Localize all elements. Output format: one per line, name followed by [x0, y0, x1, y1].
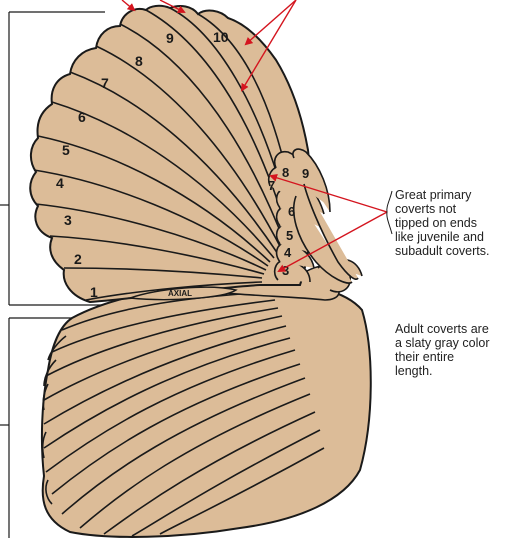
primary-number: 4 [56, 175, 64, 191]
note-line: their entire [395, 350, 489, 364]
primary-number: 9 [166, 30, 174, 46]
primary-number: 8 [135, 53, 143, 69]
note-line: coverts not [395, 202, 490, 216]
primary-number: 1 [90, 284, 98, 300]
covert-number: 7 [268, 178, 275, 193]
covert-number: 9 [302, 166, 309, 181]
wing-lower-body [42, 282, 371, 537]
primary-number: 5 [62, 142, 70, 158]
covert-number: 4 [284, 245, 292, 260]
covert-number: 6 [288, 204, 295, 219]
primary-number: 7 [101, 75, 109, 91]
wing-primaries-body [30, 6, 311, 302]
secondaries-region [42, 282, 371, 537]
note-bracket [387, 191, 392, 234]
note-line: like juvenile and [395, 230, 490, 244]
note-line: length. [395, 364, 489, 378]
note-great-primary-coverts: Great primary coverts not tipped on ends… [395, 188, 490, 258]
primary-number: 2 [74, 251, 82, 267]
covert-number: 8 [282, 165, 289, 180]
primary-number: 3 [64, 212, 72, 228]
note-adult-coverts: Adult coverts are a slaty gray color the… [395, 322, 489, 378]
primary-number: 10 [213, 29, 229, 45]
covert-number: 5 [286, 228, 293, 243]
note-line: subadult coverts. [395, 244, 490, 258]
primaries-region [30, 6, 311, 302]
primary-number: 6 [78, 109, 86, 125]
note-line: tipped on ends [395, 216, 490, 230]
axial-label: AXIAL [168, 289, 192, 298]
note-line: a slaty gray color [395, 336, 489, 350]
note-line: Great primary [395, 188, 490, 202]
note-line: Adult coverts are [395, 322, 489, 336]
